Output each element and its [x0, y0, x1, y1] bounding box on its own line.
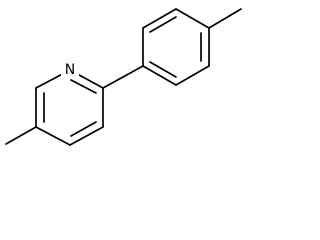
bond-c3-c4: [69, 126, 104, 146]
bond-c5p-c6p: [142, 8, 177, 29]
bond-c4p-methyl: [208, 8, 242, 29]
bond-c1p-c2p: [142, 65, 177, 86]
double-bond-n-c2-inner: [70, 79, 97, 94]
bond-biaryl-link: [102, 65, 144, 89]
nitrogen-label-bg: [61, 58, 79, 78]
nitrogen-atom-label: N: [65, 62, 75, 78]
double-bond-c3-c4-inner: [70, 121, 97, 137]
pyridine-ring: N: [5, 58, 104, 146]
chemical-structure-diagram: N: [5, 8, 242, 146]
bond-c4-c5: [35, 126, 71, 146]
bond-c5-methyl: [5, 126, 37, 145]
double-bond-c1p-c2p-inner: [149, 61, 177, 78]
double-bond-c5p-c6p-inner: [149, 16, 177, 33]
bond-c4p-c5p: [175, 8, 210, 29]
bond-c2p-c3p: [175, 65, 210, 86]
tolyl-ring: [142, 8, 242, 86]
